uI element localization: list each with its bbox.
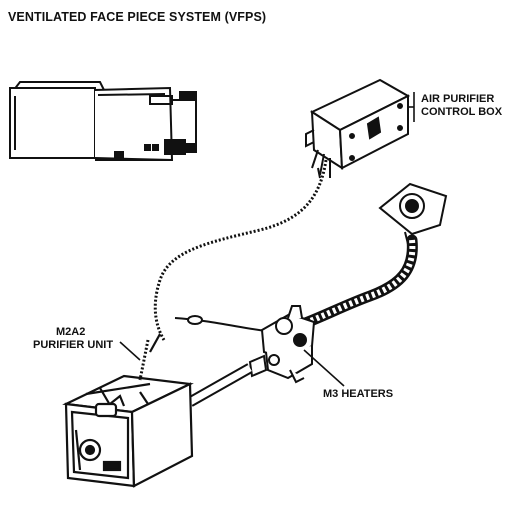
face-piece-connector bbox=[378, 182, 448, 253]
label-air-purifier-control-box: AIR PURIFIER CONTROL BOX bbox=[421, 93, 502, 119]
label-line: M2A2 bbox=[56, 326, 86, 338]
air-purifier-control-box bbox=[305, 78, 411, 179]
m3-heaters bbox=[248, 305, 316, 384]
label-line: AIR PURIFIER bbox=[421, 93, 495, 105]
leader-lines bbox=[119, 92, 415, 387]
control-cable bbox=[153, 159, 328, 341]
diagram-title: VENTILATED FACE PIECE SYSTEM (VFPS) bbox=[8, 10, 267, 24]
vehicle-illustration bbox=[9, 81, 197, 161]
label-line: PURIFIER UNIT bbox=[33, 339, 114, 351]
hose-outer bbox=[294, 234, 418, 331]
label-m3-heaters: M3 HEATERS bbox=[323, 388, 394, 400]
label-m2a2-purifier-unit: M2A2 PURIFIER UNIT bbox=[33, 326, 113, 352]
m2a2-purifier-unit bbox=[62, 333, 194, 488]
label-line: CONTROL BOX bbox=[421, 106, 503, 118]
